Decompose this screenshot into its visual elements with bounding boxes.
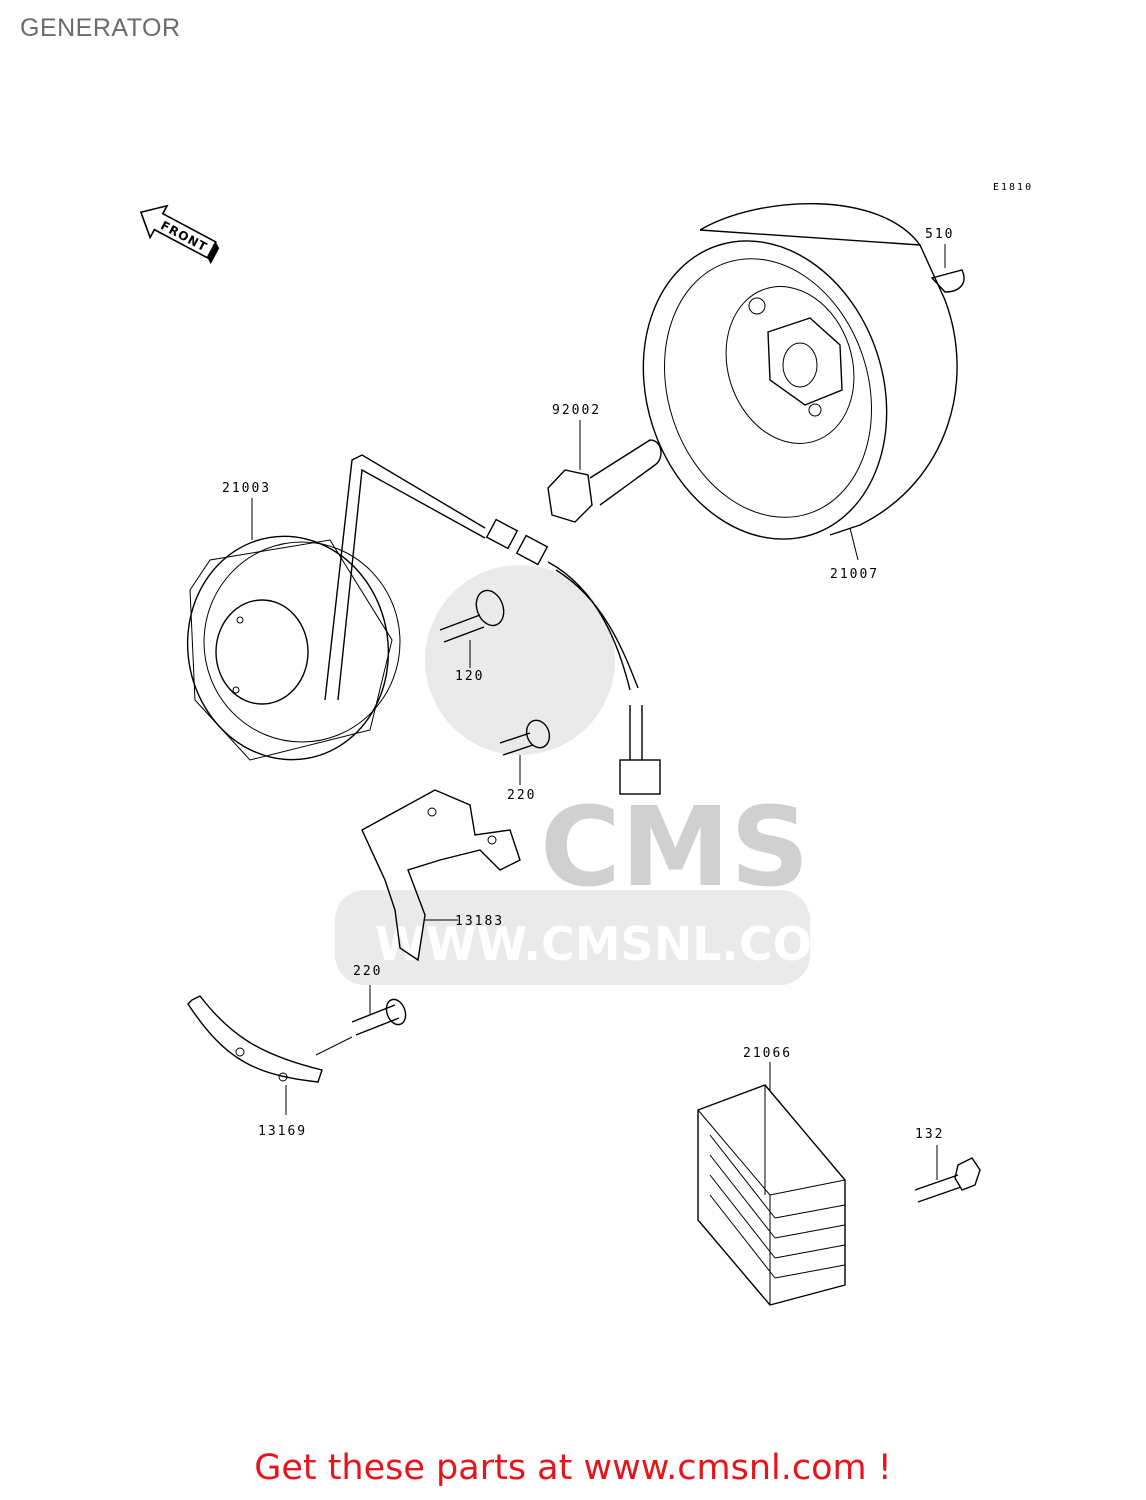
woodruff-key bbox=[930, 244, 965, 293]
part-label-21066: 21066 bbox=[743, 1046, 792, 1061]
regulator-bolt bbox=[914, 1145, 981, 1203]
footer-link[interactable]: Get these parts at www.cmsnl.com ! bbox=[254, 1448, 892, 1488]
watermark-logo: CMS bbox=[540, 783, 809, 911]
stator-bolt bbox=[439, 589, 505, 668]
stator-coil bbox=[186, 454, 486, 761]
part-label-13183: 13183 bbox=[455, 914, 504, 929]
front-arrow-icon: FRONT bbox=[139, 204, 220, 265]
page-title: GENERATOR bbox=[20, 14, 181, 42]
part-label-510: 510 bbox=[925, 227, 954, 242]
wire-holder-plate bbox=[361, 789, 521, 962]
wire-guide bbox=[187, 995, 323, 1115]
part-label-220-upper: 220 bbox=[507, 788, 536, 803]
flywheel-bolt bbox=[547, 420, 662, 523]
part-label-92002: 92002 bbox=[552, 403, 601, 418]
part-label-220-lower: 220 bbox=[353, 964, 382, 979]
part-label-21003: 21003 bbox=[222, 481, 271, 496]
part-label-13169: 13169 bbox=[258, 1124, 307, 1139]
part-label-21007: 21007 bbox=[830, 567, 879, 582]
wire-connector bbox=[485, 518, 661, 795]
diagram-code: E1810 bbox=[993, 182, 1033, 193]
watermark: CMS WWW.CMSNL.COM bbox=[335, 565, 858, 985]
plate-bolt-upper bbox=[499, 719, 551, 785]
regulator-rectifier bbox=[697, 1062, 846, 1306]
watermark-url: WWW.CMSNL.COM bbox=[375, 917, 858, 971]
flywheel-rotor bbox=[642, 202, 958, 561]
part-label-132: 132 bbox=[915, 1127, 944, 1142]
part-label-120: 120 bbox=[455, 669, 484, 684]
plate-bolt-lower bbox=[315, 985, 407, 1056]
